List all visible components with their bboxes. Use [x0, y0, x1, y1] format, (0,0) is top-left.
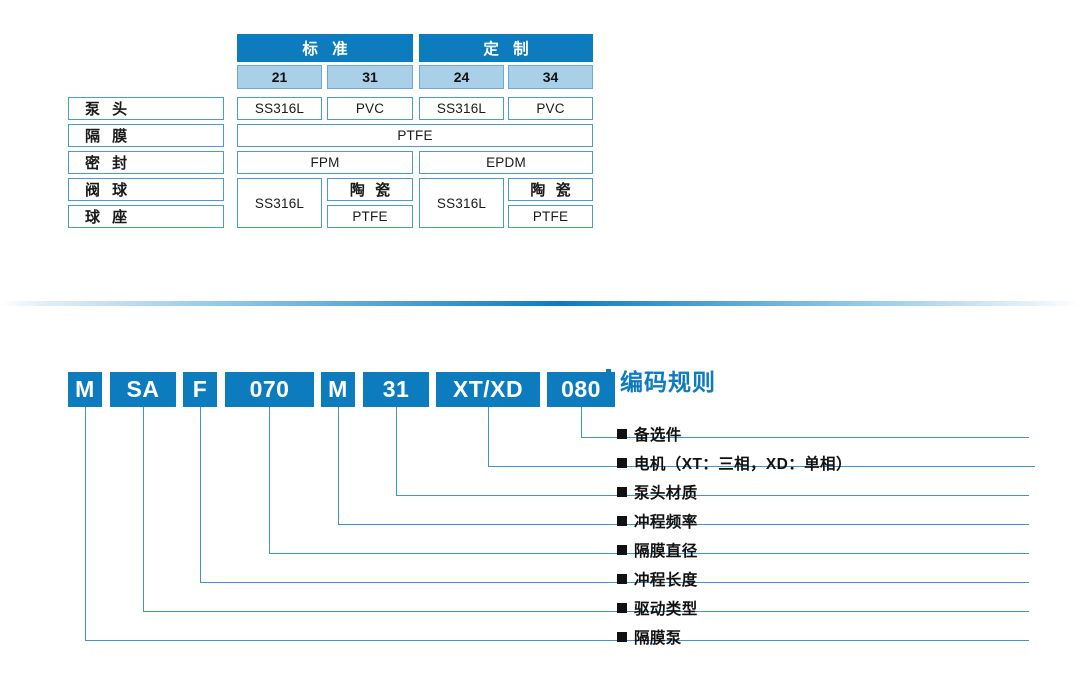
- row-label-valve-ball: 阀 球: [68, 178, 224, 201]
- code-segment-1: SA: [110, 372, 176, 407]
- connector-vline-0: [85, 407, 86, 640]
- cell-pump-head-31: PVC: [327, 97, 413, 120]
- cell-diaphragm-all: PTFE: [237, 124, 593, 147]
- cell-ball-seat-31: PTFE: [327, 205, 413, 228]
- cell-valve-ball-seat-21: SS316L: [237, 178, 322, 228]
- connector-hline-4: [338, 524, 1029, 525]
- cell-valve-ball-31: 陶 瓷: [327, 178, 413, 201]
- bullet-square-icon: [617, 487, 627, 497]
- code-header-21: 21: [237, 65, 322, 89]
- legend-label-7: 隔膜泵: [634, 630, 682, 647]
- connector-hline-7: [581, 437, 1029, 438]
- title-accent-bar: [606, 369, 611, 395]
- connector-hline-2: [200, 582, 1029, 583]
- group-header-standard: 标 准: [237, 34, 413, 62]
- connector-hline-5: [396, 495, 1029, 496]
- page-title: 编码规则: [620, 368, 716, 395]
- legend-label-6: 驱动类型: [634, 601, 698, 618]
- cell-ball-seat-34: PTFE: [508, 205, 593, 228]
- connector-hline-0: [85, 640, 1029, 641]
- cell-seal-standard: FPM: [237, 151, 413, 174]
- code-segment-4: M: [321, 372, 355, 407]
- legend-label-1: 电机（XT：三相，XD：单相）: [634, 456, 852, 473]
- connector-vline-3: [269, 407, 270, 553]
- cell-valve-ball-seat-24: SS316L: [419, 178, 504, 228]
- group-header-custom: 定 制: [419, 34, 593, 62]
- code-header-34: 34: [508, 65, 593, 89]
- code-segment-3: 070: [225, 372, 314, 407]
- row-label-seal: 密 封: [68, 151, 224, 174]
- connector-vline-7: [581, 407, 582, 437]
- cell-pump-head-21: SS316L: [237, 97, 322, 120]
- bullet-square-icon: [617, 632, 627, 642]
- legend-label-4: 隔膜直径: [634, 543, 698, 560]
- row-label-pump-head: 泵 头: [68, 97, 224, 120]
- bullet-square-icon: [617, 516, 627, 526]
- legend-label-2: 泵头材质: [634, 485, 698, 502]
- connector-vline-1: [143, 407, 144, 611]
- cell-pump-head-24: SS316L: [419, 97, 504, 120]
- bullet-square-icon: [617, 574, 627, 584]
- legend-item-7: 隔膜泵: [617, 626, 682, 648]
- legend-item-6: 驱动类型: [617, 597, 698, 619]
- specification-table: 标 准 定 制 21 31 24 34 泵 头 隔 膜 密 封 阀 球 球 座 …: [68, 34, 593, 239]
- cell-seal-custom: EPDM: [419, 151, 593, 174]
- bullet-square-icon: [617, 429, 627, 439]
- connector-hline-3: [269, 553, 1029, 554]
- legend-item-4: 隔膜直径: [617, 539, 698, 561]
- connector-vline-2: [200, 407, 201, 582]
- bullet-square-icon: [617, 458, 627, 468]
- code-segment-5: 31: [363, 372, 429, 407]
- row-label-diaphragm: 隔 膜: [68, 124, 224, 147]
- legend-label-3: 冲程频率: [634, 514, 698, 531]
- connector-hline-1: [143, 611, 1029, 612]
- cell-pump-head-34: PVC: [508, 97, 593, 120]
- legend-label-0: 备选件: [634, 427, 682, 444]
- connector-hline-6: [488, 466, 1035, 467]
- legend-item-1: 电机（XT：三相，XD：单相）: [617, 452, 852, 474]
- coding-title-block: 编码规则: [606, 369, 716, 395]
- code-segment-2: F: [183, 372, 217, 407]
- cell-valve-ball-34: 陶 瓷: [508, 178, 593, 201]
- section-divider: [0, 301, 1079, 306]
- legend-item-0: 备选件: [617, 423, 682, 445]
- code-header-31: 31: [327, 65, 413, 89]
- legend-label-5: 冲程长度: [634, 572, 698, 589]
- bullet-square-icon: [617, 545, 627, 555]
- code-segment-7: 080: [547, 372, 615, 407]
- legend-item-5: 冲程长度: [617, 568, 698, 590]
- code-segment-0: M: [68, 372, 102, 407]
- row-label-ball-seat: 球 座: [68, 205, 224, 228]
- legend-item-3: 冲程频率: [617, 510, 698, 532]
- connector-vline-6: [488, 407, 489, 466]
- legend-item-2: 泵头材质: [617, 481, 698, 503]
- bullet-square-icon: [617, 603, 627, 613]
- code-header-24: 24: [419, 65, 504, 89]
- connector-vline-4: [338, 407, 339, 524]
- connector-vline-5: [396, 407, 397, 495]
- code-segment-6: XT/XD: [436, 372, 540, 407]
